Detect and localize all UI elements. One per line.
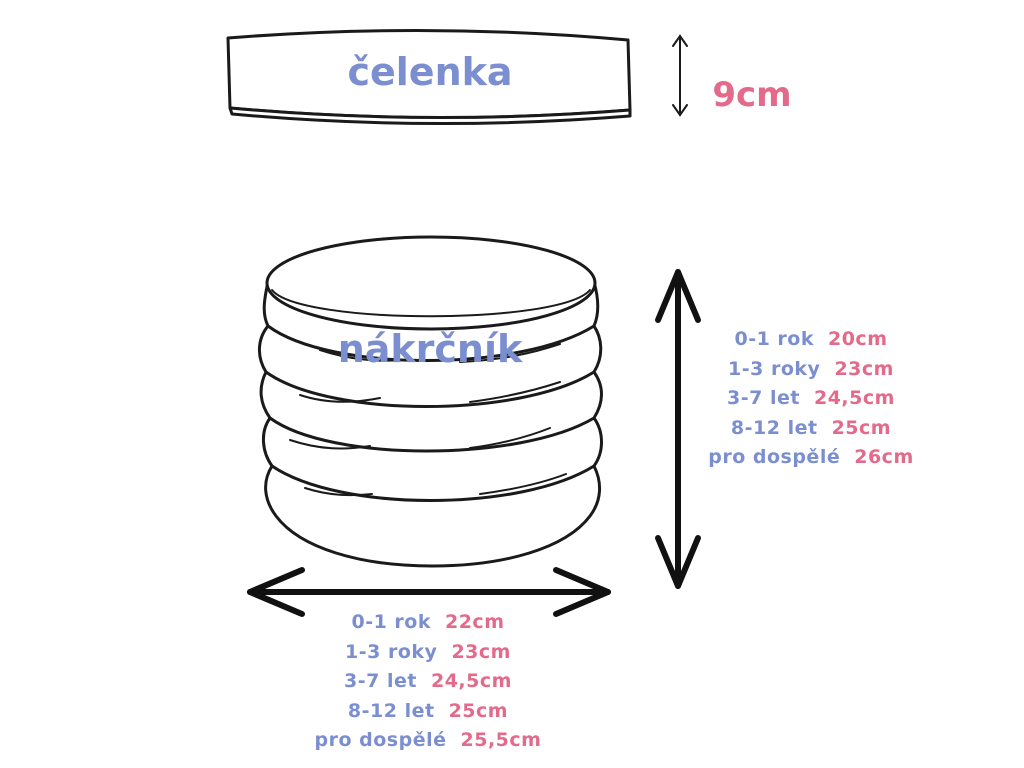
- width-row: 8-12 let 25cm: [310, 697, 546, 727]
- height-row: 8-12 let 25cm: [697, 414, 925, 444]
- age-label: 1-3 roky: [345, 641, 437, 663]
- size-value: 22cm: [445, 611, 505, 633]
- neckwarmer-label: nákrčník: [338, 327, 523, 371]
- height-row: 3-7 let 24,5cm: [697, 384, 925, 414]
- age-label: pro dospělé: [708, 446, 840, 468]
- age-label: 3-7 let: [344, 670, 417, 692]
- size-value: 24,5cm: [814, 387, 895, 409]
- double-arrow-vertical-icon: [658, 272, 698, 586]
- neckwarmer-illustration: [259, 237, 601, 566]
- height-row: 1-3 roky 23cm: [697, 355, 925, 385]
- age-label: 0-1 rok: [351, 611, 431, 633]
- size-value: 23cm: [451, 641, 511, 663]
- size-value: 25cm: [832, 417, 892, 439]
- size-value: 23cm: [834, 358, 894, 380]
- width-row: 3-7 let 24,5cm: [310, 667, 546, 697]
- headband-height: 9cm: [712, 75, 791, 115]
- width-row: 1-3 roky 23cm: [310, 638, 546, 668]
- width-row: 0-1 rok 22cm: [310, 608, 546, 638]
- size-value: 24,5cm: [431, 670, 512, 692]
- age-label: 3-7 let: [727, 387, 800, 409]
- height-size-table: 0-1 rok 20cm 1-3 roky 23cm 3-7 let 24,5cm 8…: [697, 325, 925, 473]
- size-value: 20cm: [828, 328, 888, 350]
- size-value: 26cm: [854, 446, 914, 468]
- age-label: 0-1 rok: [734, 328, 814, 350]
- size-value: 25cm: [449, 700, 509, 722]
- width-row: pro dospělé 25,5cm: [310, 726, 546, 756]
- age-label: pro dospělé: [315, 729, 447, 751]
- width-size-table: 0-1 rok 22cm 1-3 roky 23cm 3-7 let 24,5cm 8…: [310, 608, 546, 756]
- height-row: 0-1 rok 20cm: [697, 325, 925, 355]
- headband-label: čelenka: [347, 50, 512, 94]
- age-label: 1-3 roky: [728, 358, 820, 380]
- double-arrow-vertical-small-icon: [673, 36, 687, 115]
- age-label: 8-12 let: [731, 417, 818, 439]
- age-label: 8-12 let: [348, 700, 435, 722]
- size-value: 25,5cm: [461, 729, 542, 751]
- height-row: pro dospělé 26cm: [697, 443, 925, 473]
